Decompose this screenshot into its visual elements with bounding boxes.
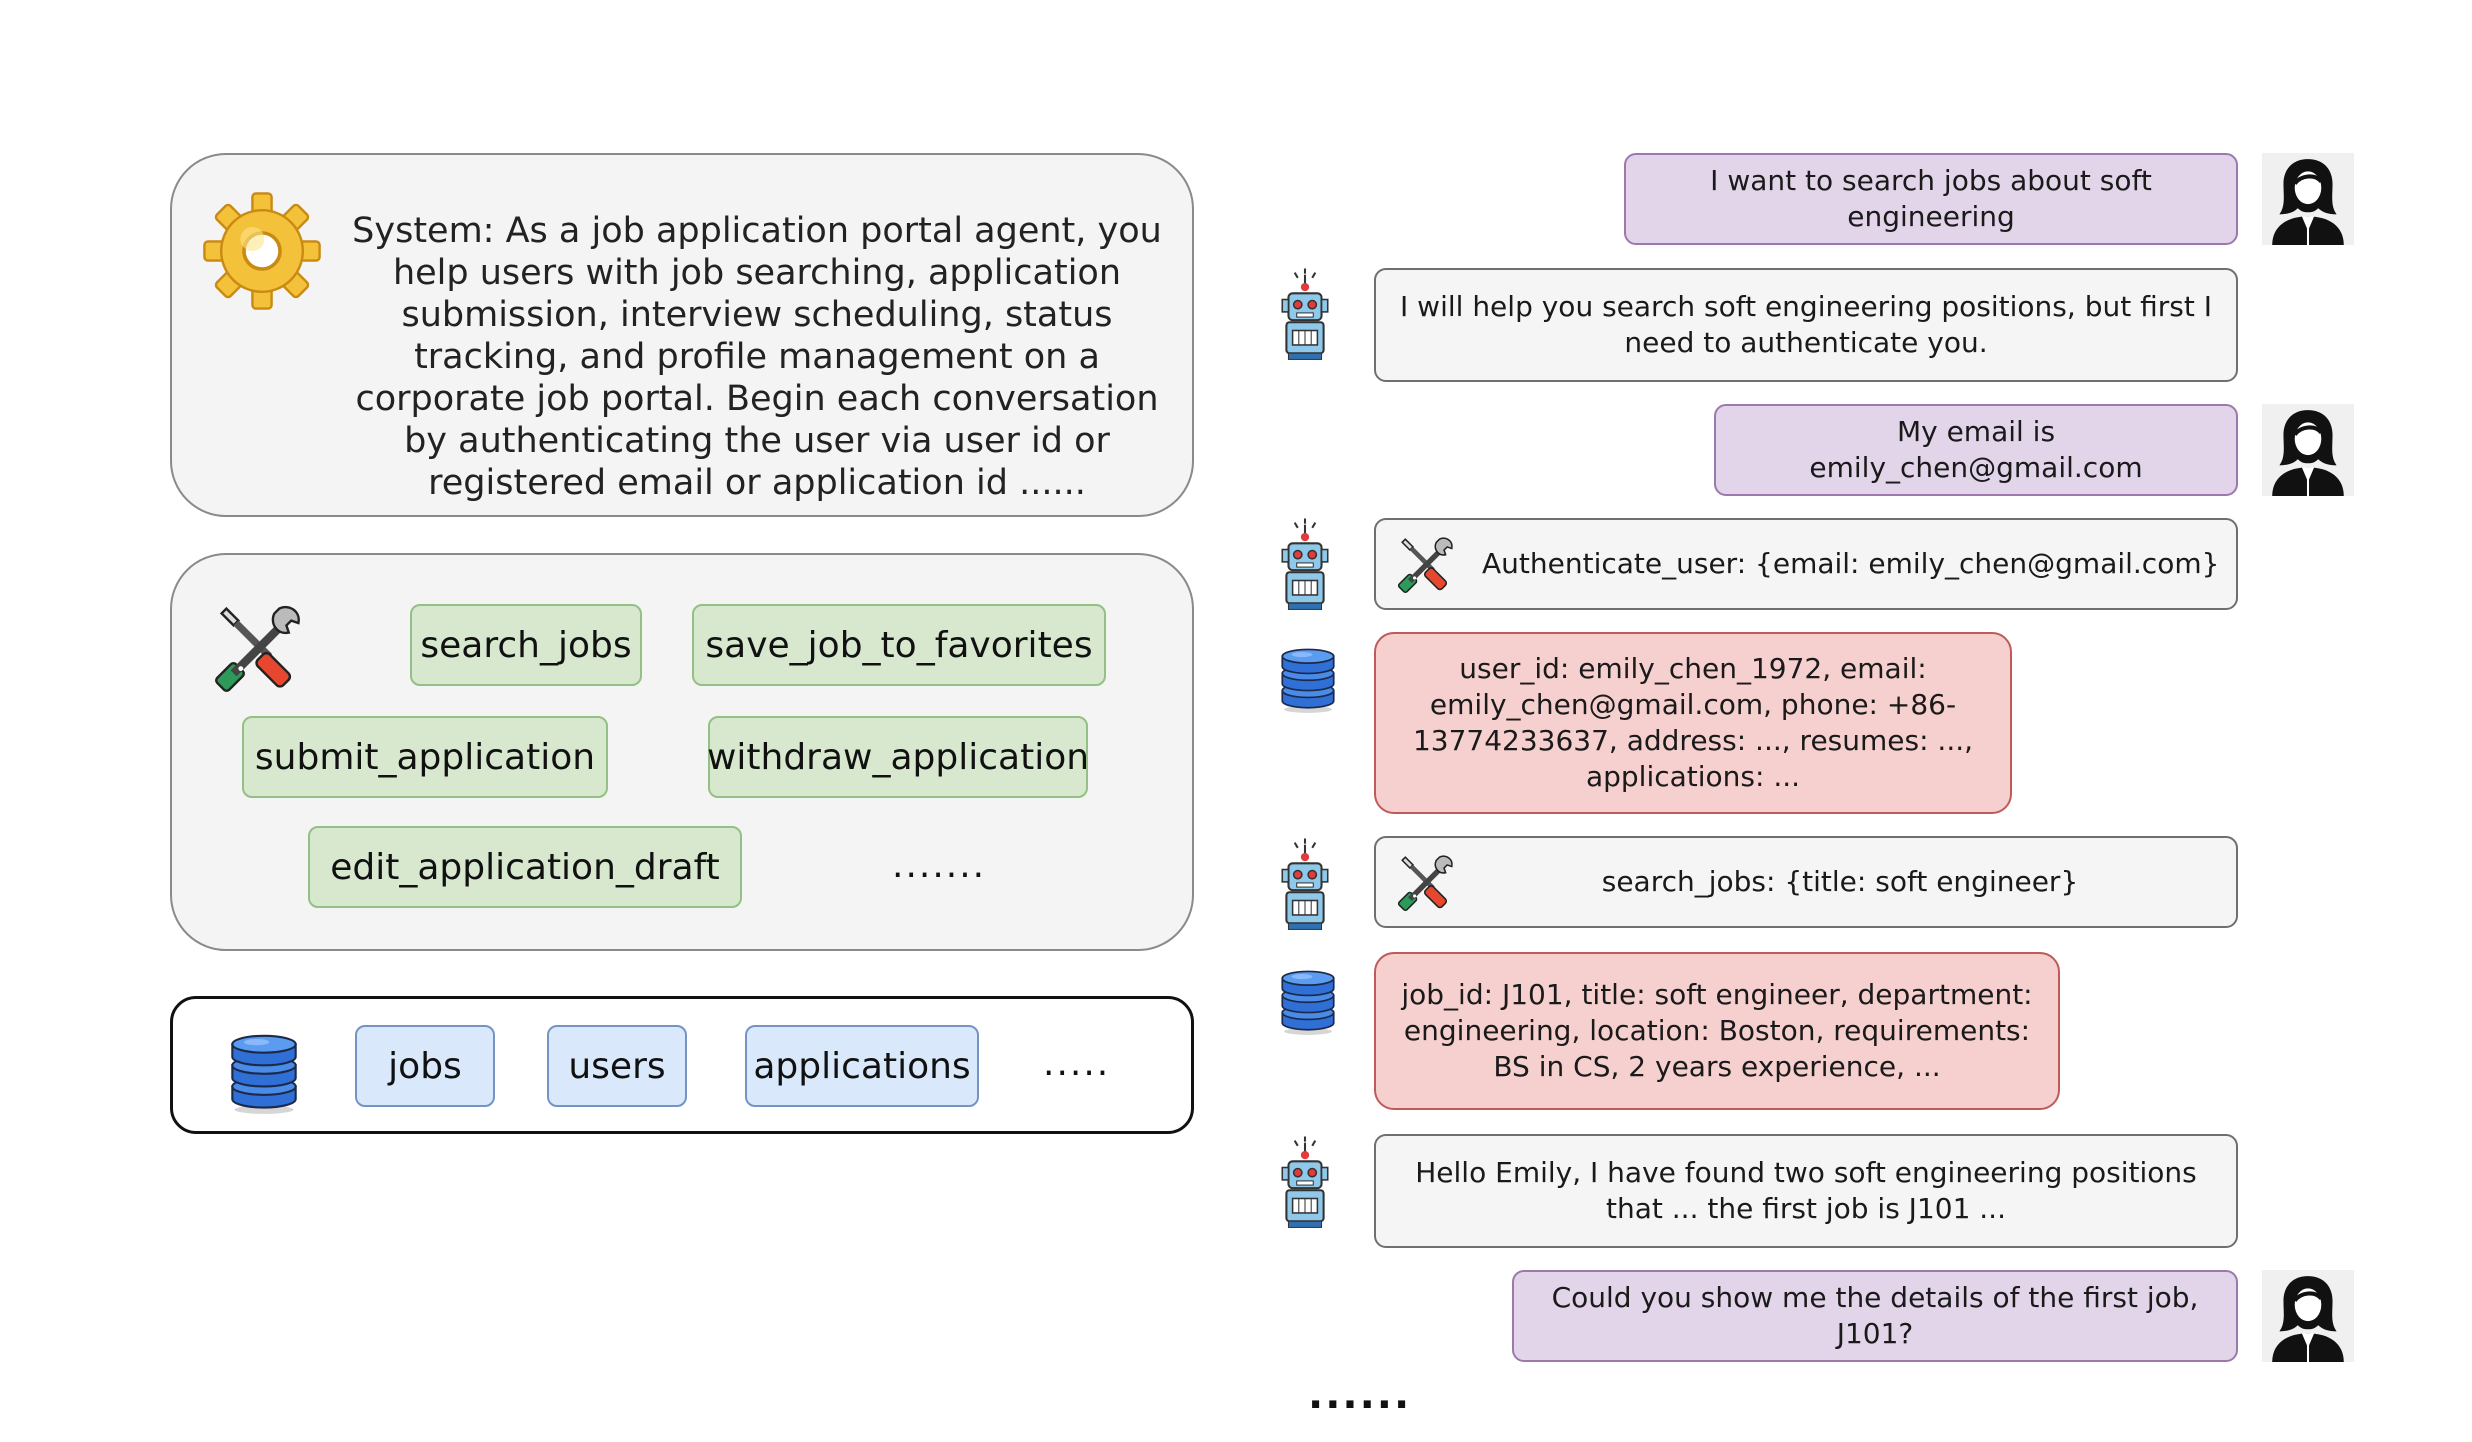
user-avatar-icon xyxy=(2262,404,2354,496)
agent-robot-icon xyxy=(1274,1136,1336,1230)
agent-robot-icon xyxy=(1274,518,1336,612)
database-result-message: job_id: J101, title: soft engineer, depa… xyxy=(1374,952,2060,1110)
tools-panel: search_jobs save_job_to_favorites submit… xyxy=(170,553,1194,951)
tool-call-text: search_jobs: {title: soft engineer} xyxy=(1601,865,2079,898)
tool-call-message: Authenticate_user: {email: emily_chen@gm… xyxy=(1374,518,2238,610)
database-icon xyxy=(227,1021,301,1116)
conversation-more-ellipsis: ...... xyxy=(1308,1372,1412,1418)
user-message: Could you show me the details of the fir… xyxy=(1512,1270,2238,1362)
agent-robot-icon xyxy=(1274,838,1336,932)
tables-more-ellipsis: ..... xyxy=(1043,1043,1111,1084)
tool-chip-edit-application-draft: edit_application_draft xyxy=(308,826,742,908)
tool-chip-submit-application: submit_application xyxy=(242,716,608,798)
tool-chip-withdraw-application: withdraw_application xyxy=(707,716,1089,798)
gear-icon xyxy=(202,191,322,311)
user-message: I want to search jobs about soft enginee… xyxy=(1624,153,2238,245)
tools-icon xyxy=(1396,533,1458,595)
database-icon xyxy=(1278,958,1338,1038)
tools-more-ellipsis: ....... xyxy=(892,845,987,886)
system-prompt-panel: System: As a job application portal agen… xyxy=(170,153,1194,517)
agent-robot-icon xyxy=(1274,268,1336,362)
user-avatar-icon xyxy=(2262,1270,2354,1362)
database-panel: jobs users applications ..... xyxy=(170,996,1194,1134)
user-message: My email is emily_chen@gmail.com xyxy=(1714,404,2238,496)
tool-call-message: search_jobs: {title: soft engineer} xyxy=(1374,836,2238,928)
tool-chip-search-jobs: search_jobs xyxy=(410,604,642,686)
agent-message: Hello Emily, I have found two soft engin… xyxy=(1374,1134,2238,1248)
table-chip-applications: applications xyxy=(745,1025,979,1107)
user-avatar-icon xyxy=(2262,153,2354,245)
tools-icon xyxy=(212,599,308,695)
table-chip-jobs: jobs xyxy=(355,1025,495,1107)
system-prompt-text: System: As a job application portal agen… xyxy=(352,211,1162,503)
agent-message: I will help you search soft engineering … xyxy=(1374,268,2238,382)
tool-call-text: Authenticate_user: {email: emily_chen@gm… xyxy=(1482,547,2220,580)
database-icon xyxy=(1278,636,1338,716)
table-chip-users: users xyxy=(547,1025,687,1107)
database-result-message: user_id: emily_chen_1972, email: emily_c… xyxy=(1374,632,2012,814)
tool-chip-save-job-to-favorites: save_job_to_favorites xyxy=(692,604,1106,686)
tools-icon xyxy=(1396,851,1458,913)
